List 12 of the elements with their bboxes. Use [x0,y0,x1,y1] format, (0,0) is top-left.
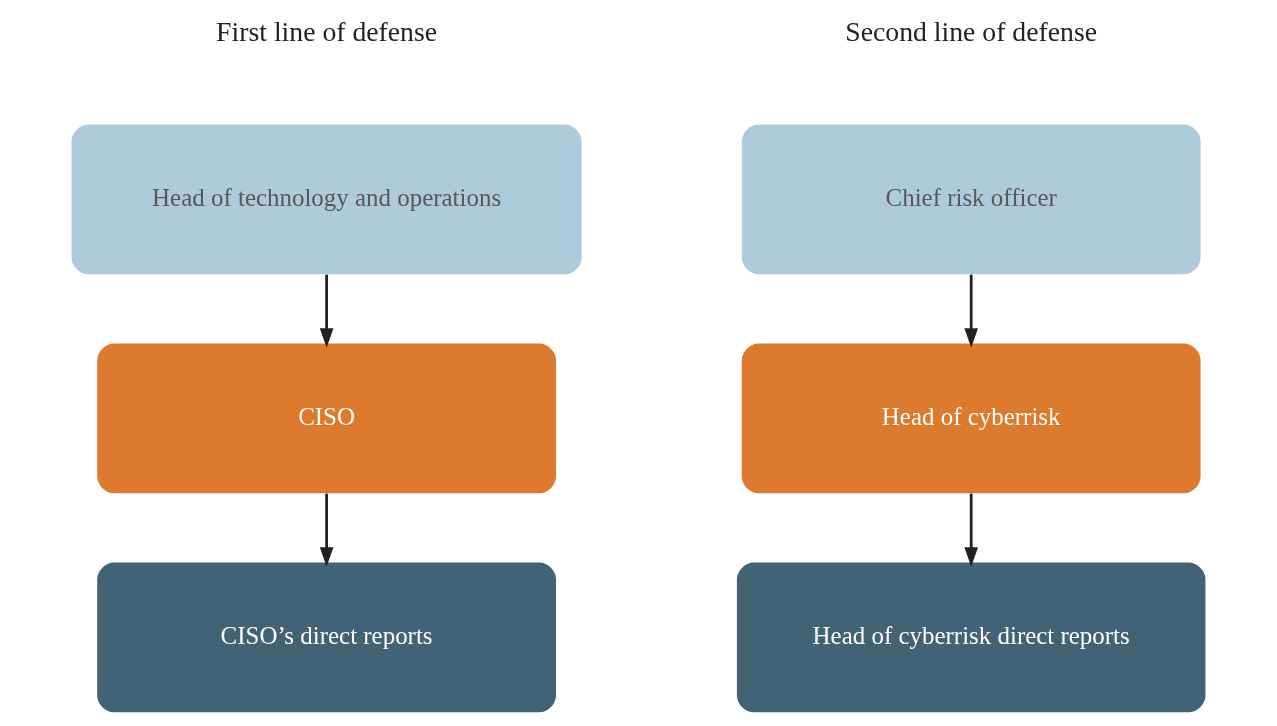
node-box: Head of cyberrisk direct reports [736,562,1206,713]
node-box: Head of cyberrisk [741,343,1201,494]
arrow [319,493,334,567]
arrow [319,274,334,348]
node-box: Chief risk officer [741,124,1201,275]
node-box: CISO’s direct reports [97,562,556,713]
label: First line of defense [216,16,438,48]
node-box: Head of technology and operations [71,124,582,275]
arrow [964,493,978,567]
arrow [964,274,978,348]
node-box: CISO [97,343,556,494]
label: Second line of defense [845,16,1098,48]
